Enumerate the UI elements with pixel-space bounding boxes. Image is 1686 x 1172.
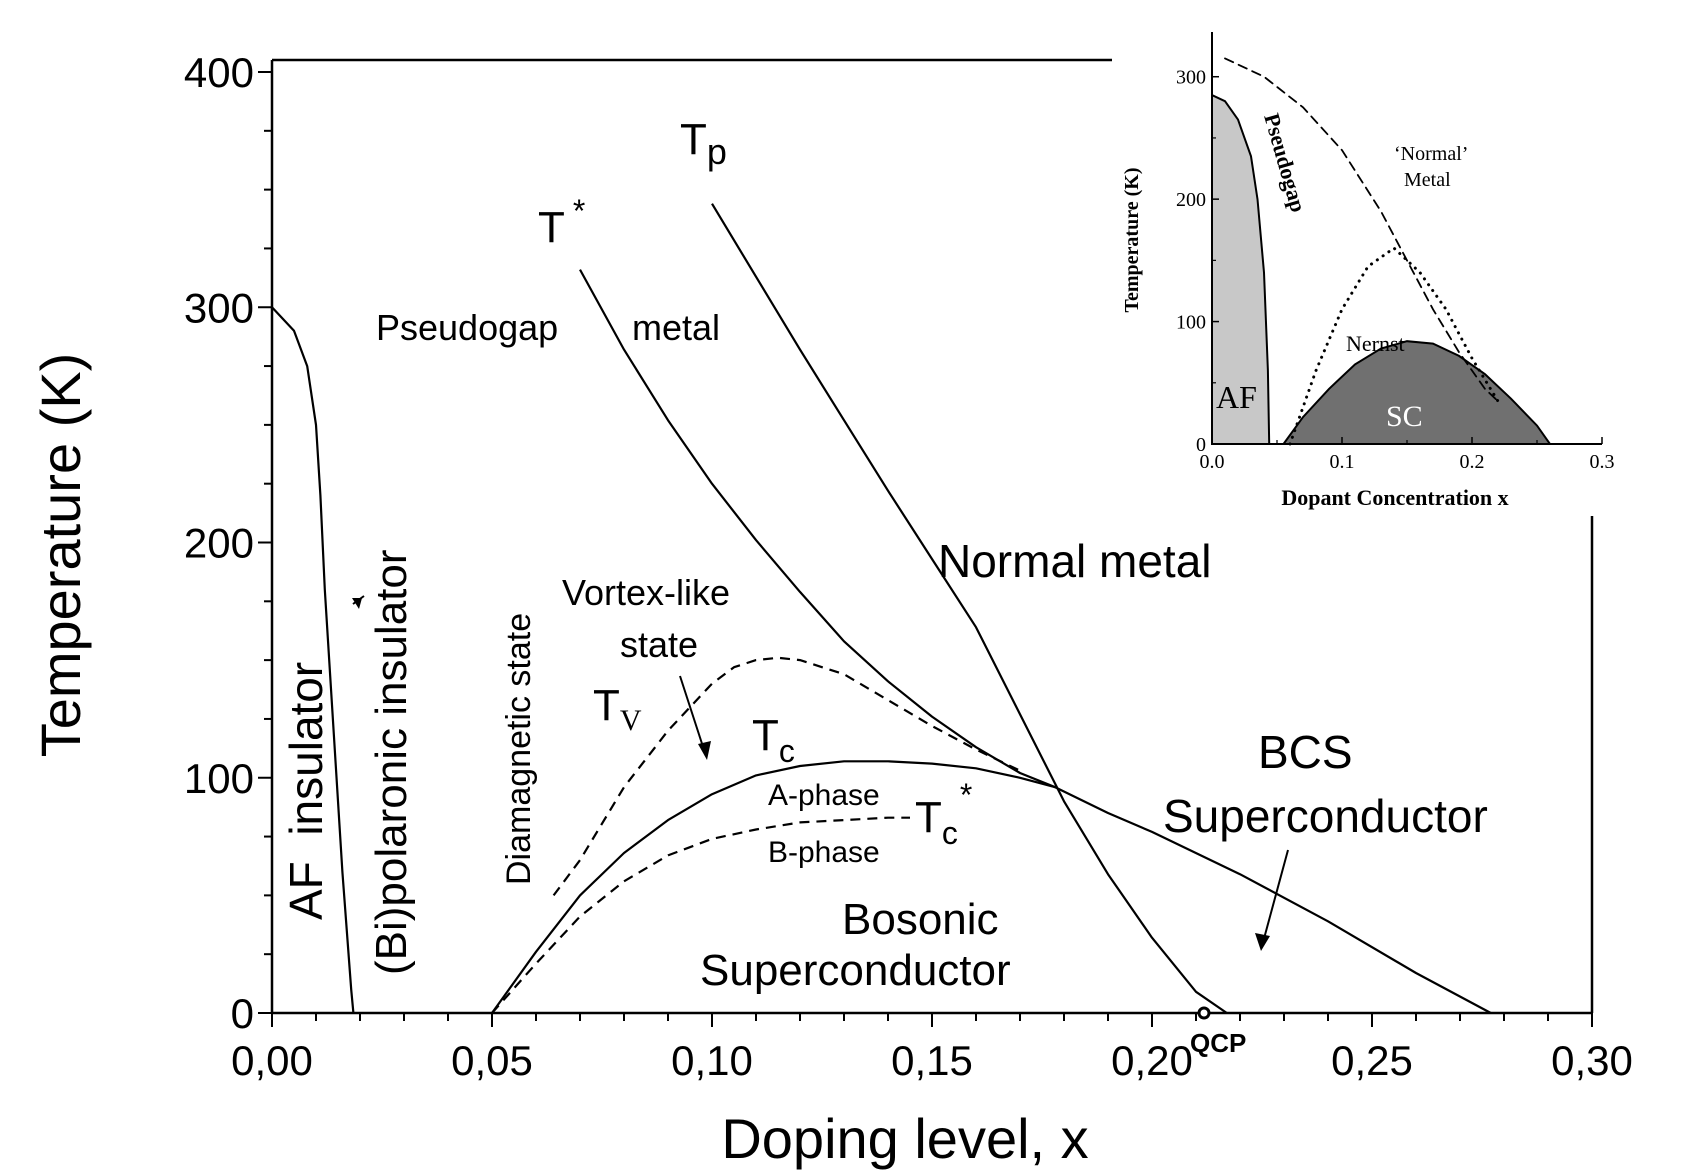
main-series-line — [491, 816, 910, 1014]
vortex-label-line1: Vortex-like — [562, 572, 730, 613]
inset-regions — [1211, 93, 1552, 445]
inset-series-line — [1224, 57, 1499, 403]
main-y-tick-label: 0 — [231, 990, 254, 1037]
main-series-line — [579, 269, 1056, 789]
inset-x-tick-label: 0.0 — [1200, 451, 1225, 473]
inset-sc-region — [1281, 340, 1552, 445]
inset-y-tick-label: 300 — [1176, 67, 1206, 89]
x-axis-label: Doping level, x — [721, 1107, 1088, 1170]
qcp-marker — [1197, 1006, 1211, 1020]
inset-annotations: Dopant Concentration x Temperature (K) A… — [1121, 110, 1509, 510]
a-phase-label: A-phase — [768, 779, 880, 812]
inset-af-region — [1211, 93, 1271, 445]
inset-x-tick-label: 0.1 — [1330, 451, 1355, 473]
inset-y-tick-label: 0 — [1196, 434, 1206, 456]
main-x-tick-label: 0,05 — [451, 1037, 533, 1084]
metal-label: metal — [632, 307, 720, 348]
main-x-tick-label: 0,20 — [1111, 1037, 1193, 1084]
inset-series-line — [1288, 246, 1500, 446]
inset-x-tick-label: 0.3 — [1590, 451, 1615, 473]
inset-normal-label-line1: ‘Normal’ — [1394, 143, 1468, 165]
main-chart: 0,00 0,05 0,10 0,15 0,20 0,25 0,30 0 100 200 300 40… — [29, 49, 1633, 1170]
main-series-line — [271, 306, 355, 1014]
vortex-arrow — [679, 675, 711, 760]
tp-label: Tp — [680, 115, 727, 172]
y-axis-label: Temperature (K) — [29, 353, 92, 758]
tstar-label: T* — [538, 193, 585, 252]
qcp-label: QCP — [1190, 1028, 1246, 1058]
inset-nernst-label: Nernst — [1346, 331, 1405, 356]
bosonic-label-line1: Bosonic — [842, 895, 999, 944]
bosonic-label-line2: Superconductor — [700, 946, 1011, 995]
normal-metal-label: Normal metal — [938, 535, 1212, 587]
diamagnetic-label: Diamagnetic state — [500, 613, 538, 885]
inset-series — [1224, 57, 1500, 446]
bipolaronic-label: (Bi)polaronic insulator — [367, 549, 416, 975]
main-y-tick-label: 300 — [184, 284, 254, 331]
inset-y-tick-label: 100 — [1176, 312, 1206, 334]
inset-x-tick-label: 0.2 — [1460, 451, 1485, 473]
bcs-label-line2: Superconductor — [1163, 790, 1488, 842]
inset-chart: 0.0 0.1 0.2 0.3 0 100 200 300 Dopant Concentrat… — [1112, 18, 1632, 516]
pseudogap-label: Pseudogap — [376, 307, 558, 348]
vortex-label-line2: state — [620, 624, 698, 665]
main-y-tick-label: 400 — [184, 49, 254, 96]
inset-sc-label: SC — [1386, 400, 1423, 433]
inset-x-axis-label: Dopant Concentration x — [1281, 485, 1508, 510]
main-series-line — [491, 760, 1492, 1014]
main-series — [271, 203, 1492, 1014]
main-series-line — [552, 656, 1021, 897]
main-ticks: 0,00 0,05 0,10 0,15 0,20 0,25 0,30 0 100 200 300 40… — [184, 49, 1633, 1084]
main-x-tick-label: 0,00 — [231, 1037, 313, 1084]
inset-normal-label-line2: Metal — [1404, 169, 1451, 191]
tc-star-label: Tc* — [915, 777, 972, 851]
tv-label: TV — [593, 681, 642, 737]
main-x-tick-label: 0,25 — [1331, 1037, 1413, 1084]
main-series-line — [711, 203, 1228, 1014]
main-y-tick-label: 100 — [184, 755, 254, 802]
main-x-tick-label: 0,30 — [1551, 1037, 1633, 1084]
main-x-tick-label: 0,10 — [671, 1037, 753, 1084]
inset-y-tick-label: 200 — [1176, 189, 1206, 211]
bcs-arrow — [1255, 849, 1289, 951]
inset-y-axis-label: Temperature (K) — [1121, 168, 1143, 313]
inset-ticks: 0.0 0.1 0.2 0.3 0 100 200 300 — [1176, 67, 1615, 473]
main-y-tick-label: 200 — [184, 520, 254, 567]
main-x-tick-label: 0,15 — [891, 1037, 973, 1084]
tc-label: Tc — [752, 711, 795, 769]
af-insulator-label: AF insulator — [280, 662, 332, 920]
bcs-label-line1: BCS — [1258, 726, 1353, 778]
b-phase-label: B-phase — [768, 836, 880, 869]
main-annotations: Doping level, x Temperature (K) Tp T* Ps… — [29, 115, 1488, 1170]
inset-af-label: AF — [1216, 379, 1257, 415]
bipolaronic-arrow — [352, 595, 365, 609]
